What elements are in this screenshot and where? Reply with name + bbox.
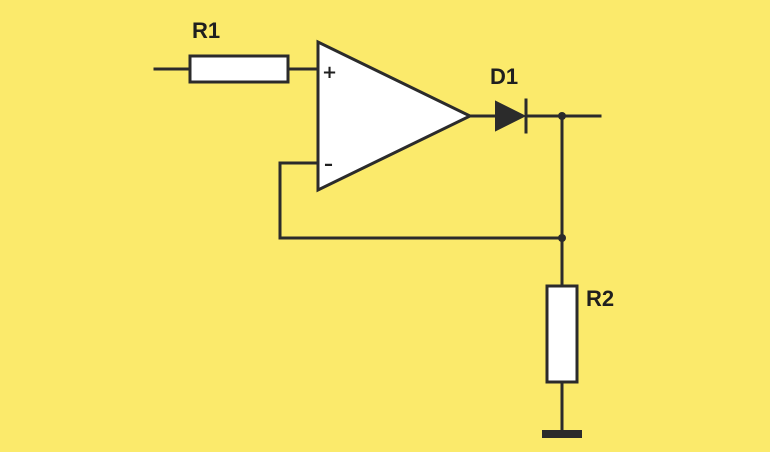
feedback-junction-dot	[558, 234, 566, 242]
resistor-r1	[188, 54, 290, 84]
opamp-plus-sign: +	[322, 62, 337, 83]
resistor-r2	[545, 284, 579, 384]
r1-label: R1	[192, 18, 220, 43]
opamp-minus-sign: –	[324, 154, 333, 175]
output-junction-dot	[558, 112, 566, 120]
ground-symbol	[542, 430, 582, 438]
d1-label: D1	[490, 64, 518, 89]
r2-label: R2	[586, 286, 614, 311]
diode-d1	[495, 100, 527, 132]
feedback-wire	[278, 161, 564, 240]
opamp-triangle	[316, 39, 474, 193]
